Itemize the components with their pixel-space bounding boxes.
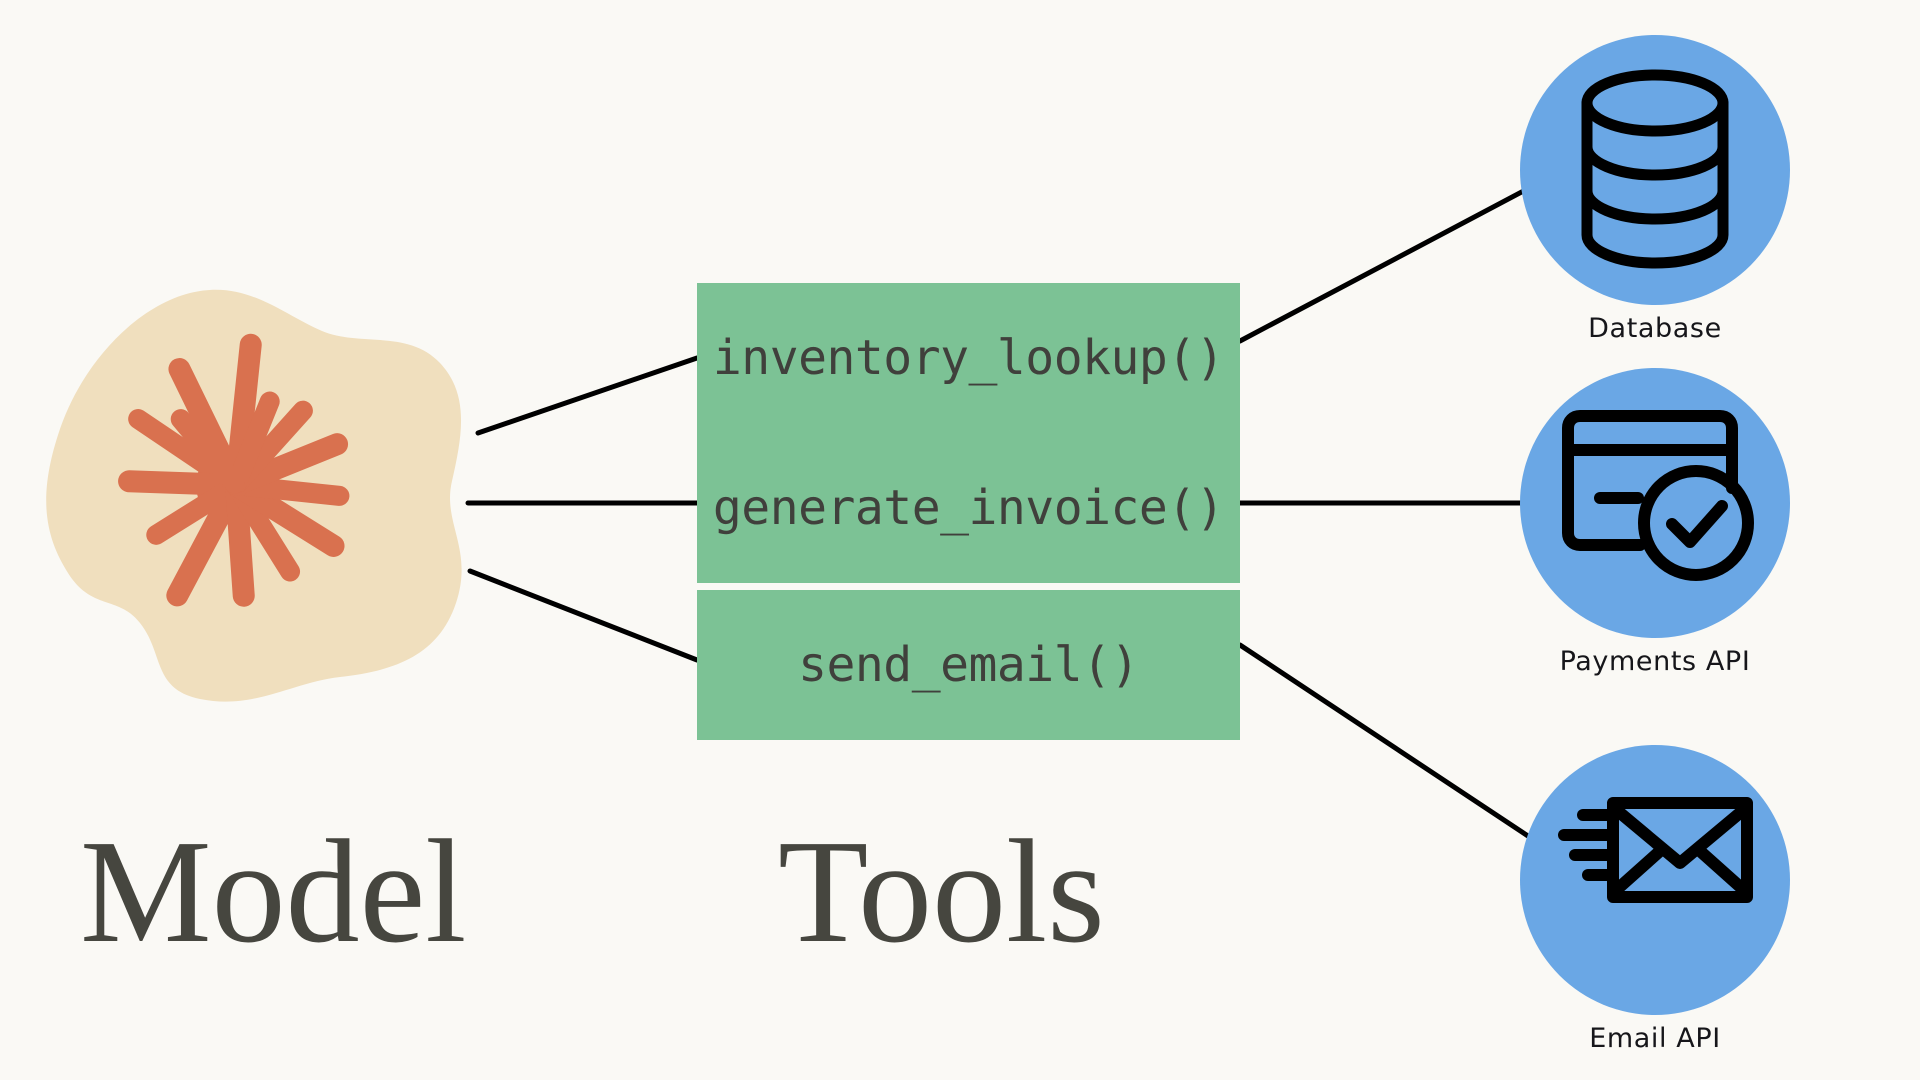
endpoint-caption: Email API [1589, 1023, 1721, 1054]
credit-card-check-icon [1562, 410, 1754, 581]
connector-model-to-send-email [467, 568, 700, 663]
model-node [40, 285, 470, 705]
database-icon [1581, 69, 1729, 269]
tool-label: inventory_lookup() [712, 330, 1225, 386]
endpoint-email-api[interactable]: Email API [1520, 745, 1790, 1054]
endpoint-database[interactable]: Database [1520, 35, 1790, 344]
starburst-rays [118, 333, 350, 607]
endpoint-caption: Database [1588, 313, 1722, 344]
connector-inventory-lookup-to-database [1237, 183, 1536, 344]
tool-send-email[interactable]: send_email() [697, 590, 1240, 740]
tool-inventory-lookup[interactable]: inventory_lookup() [697, 283, 1240, 433]
connector-model-to-inventory-lookup [475, 355, 700, 436]
section-title-model: Model [80, 810, 467, 974]
tool-generate-invoice[interactable]: generate_invoice() [697, 433, 1240, 583]
model-starburst-blob-icon [46, 289, 462, 702]
section-title-tools: Tools [778, 810, 1105, 974]
endpoint-caption: Payments API [1559, 646, 1751, 677]
tool-label: send_email() [798, 637, 1139, 693]
tool-label: generate_invoice() [712, 480, 1225, 536]
endpoint-payments-api[interactable]: Payments API [1520, 368, 1790, 677]
email-envelope-icon [1558, 797, 1753, 903]
connector-send-email-to-email-api [1237, 642, 1537, 843]
